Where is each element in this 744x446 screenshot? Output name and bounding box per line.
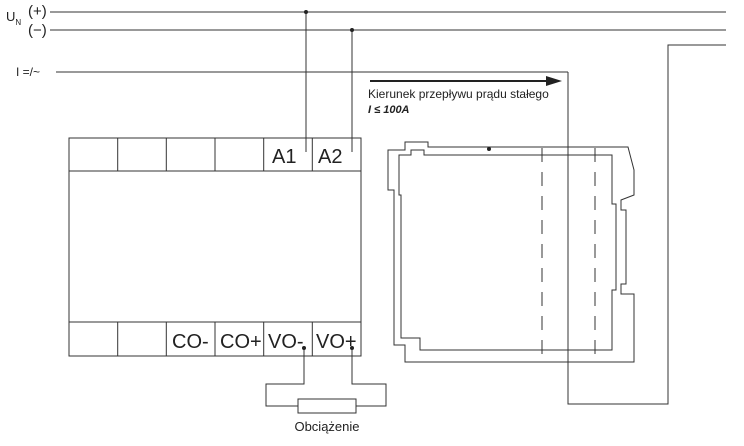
sensor-outline xyxy=(387,141,635,363)
direction-label: Kierunek przepływu prądu stałego xyxy=(368,87,549,101)
current-sensor xyxy=(387,141,635,363)
direction-arrow-head xyxy=(546,76,562,86)
minus-label: (−) xyxy=(28,22,47,39)
plus-label: (+) xyxy=(28,3,47,20)
sensor-pin xyxy=(487,147,491,151)
load-resistor xyxy=(297,398,357,414)
un-subscript: N xyxy=(15,18,21,27)
current-return-path xyxy=(567,44,726,405)
junction-a1 xyxy=(304,10,308,14)
limit-label: I ≤ 100A xyxy=(368,104,410,116)
terminal-a1: A1 xyxy=(272,146,296,168)
supply-lines xyxy=(50,11,726,405)
load-wiring xyxy=(265,348,387,414)
sensor-inner-outline xyxy=(398,149,617,351)
junction-vo-minus xyxy=(302,346,306,350)
junction-a2 xyxy=(350,28,354,32)
load-label: Obciążenie xyxy=(294,419,359,434)
terminal-co-minus: CO- xyxy=(172,331,209,353)
terminal-co-plus: CO+ xyxy=(220,331,262,353)
terminal-a2: A2 xyxy=(318,146,342,168)
un-base: U xyxy=(6,9,15,24)
junction-vo-plus xyxy=(350,346,354,350)
relay-module xyxy=(68,137,362,357)
un-label: UN xyxy=(6,9,21,27)
current-label: I =/~ xyxy=(16,65,40,79)
terminal-vo-plus: VO+ xyxy=(316,331,357,353)
terminal-vo-minus: VO- xyxy=(268,331,304,353)
